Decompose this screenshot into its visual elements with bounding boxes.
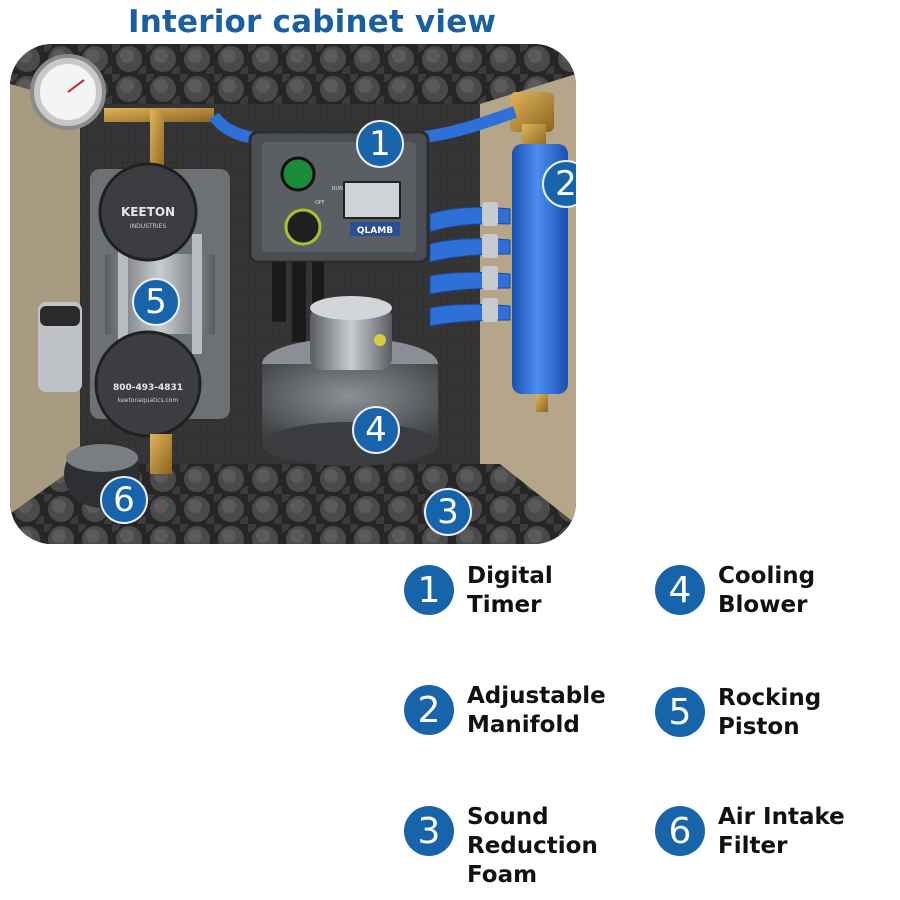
legend-label: Adjustable Manifold (467, 682, 627, 740)
marker-3: 3 (424, 488, 472, 536)
legend-item-air-intake-filter: 6 Air Intake Filter (655, 803, 888, 861)
legend-item-sound-reduction-foam: 3 Sound Reduction Foam (404, 803, 607, 890)
legend-label-line: Rocking (718, 685, 822, 711)
legend-item-adjustable-manifold: 2 Adjustable Manifold (404, 682, 627, 740)
legend-number-1: 1 (404, 565, 454, 615)
legend-number-3: 3 (404, 806, 454, 856)
legend-label-line: Digital (467, 563, 553, 589)
legend-label-line: Air Intake (718, 804, 845, 830)
legend-number-2: 2 (404, 685, 454, 735)
marker-6: 6 (100, 476, 148, 524)
marker-2: 2 (542, 160, 576, 208)
timer-run-text: RUN (332, 186, 343, 192)
legend-item-digital-timer: 1 Digital Timer (404, 562, 607, 620)
legend-item-cooling-blower: 4 Cooling Blower (655, 562, 858, 620)
legend-label-line: Manifold (467, 712, 580, 738)
legend-number-6: 6 (655, 806, 705, 856)
compressor-web-text: keetonaquatics.com (118, 397, 179, 404)
cabinet-photo: QLAMB RUN OFF KEETON INDUSTRIES 800-493-… (10, 44, 576, 544)
marker-5: 5 (132, 278, 180, 326)
marker-4: 4 (352, 406, 400, 454)
legend-label: Rocking Piston (718, 684, 858, 742)
legend-label-line: Adjustable (467, 683, 606, 709)
cabinet-illustration: QLAMB RUN OFF KEETON INDUSTRIES 800-493-… (10, 44, 576, 544)
legend-label-line: Reduction (467, 833, 598, 859)
legend-label: Digital Timer (467, 562, 607, 620)
legend-item-rocking-piston: 5 Rocking Piston (655, 684, 858, 742)
compressor-phone-text: 800-493-4831 (113, 383, 183, 393)
legend-label-line: Foam (467, 862, 538, 888)
compressor-brand-text: KEETON (121, 205, 175, 219)
legend-label-line: Piston (718, 714, 800, 740)
legend-label: Cooling Blower (718, 562, 858, 620)
page-title: Interior cabinet view (128, 4, 497, 40)
timer-off-text: OFF (315, 200, 325, 206)
legend-label-line: Timer (467, 592, 542, 618)
legend-number-5: 5 (655, 687, 705, 737)
legend-number-4: 4 (655, 565, 705, 615)
legend-label-line: Cooling (718, 563, 816, 589)
compressor-brand-sub-text: INDUSTRIES (130, 223, 166, 230)
legend-label-line: Filter (718, 833, 788, 859)
legend-label-line: Blower (718, 592, 808, 618)
legend-label-line: Sound (467, 804, 549, 830)
legend-label: Air Intake Filter (718, 803, 888, 861)
timer-brand-text: QLAMB (357, 226, 393, 236)
legend-label: Sound Reduction Foam (467, 803, 607, 890)
marker-1: 1 (356, 120, 404, 168)
